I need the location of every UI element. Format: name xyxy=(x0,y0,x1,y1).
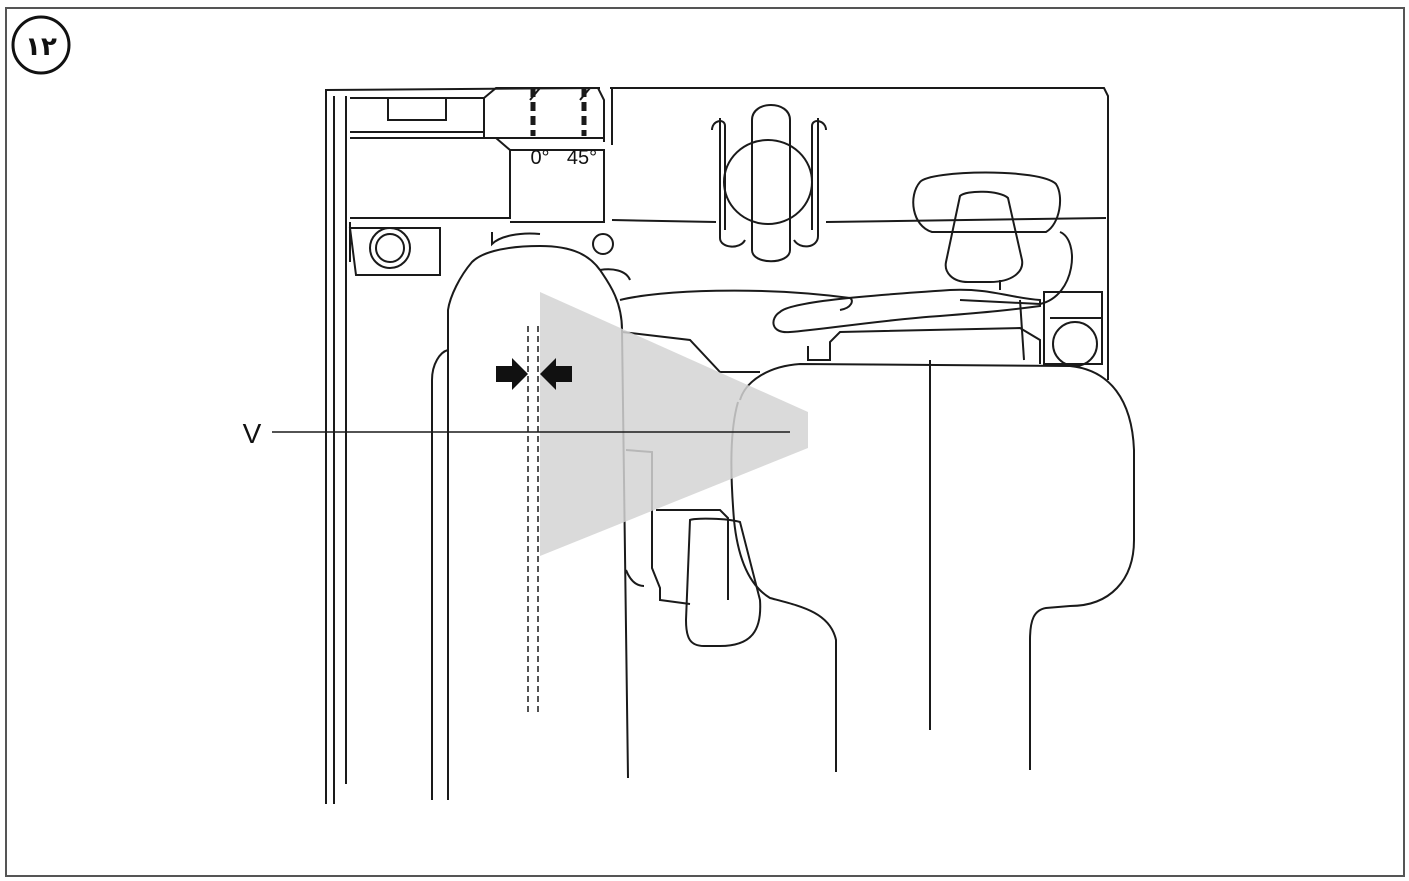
scale-mark-45: 45° xyxy=(567,147,597,169)
bevel-scale-bracket xyxy=(348,87,614,276)
figure-border xyxy=(5,7,1405,877)
figure-number-text: ۱۲ xyxy=(25,32,57,62)
scale-mark-0: 0° xyxy=(530,147,549,169)
blade-guard-lever xyxy=(611,104,1107,263)
cutting-line-highlight xyxy=(540,292,808,556)
figure-number-badge: ۱۲ xyxy=(11,15,71,75)
blade-housing xyxy=(431,244,853,800)
arrow-left-icon xyxy=(540,358,572,390)
blade-dashed-line xyxy=(527,326,539,716)
callout-label-v: V xyxy=(243,418,262,449)
depth-lever-knob xyxy=(772,171,1103,367)
arrow-right-icon xyxy=(496,358,528,390)
